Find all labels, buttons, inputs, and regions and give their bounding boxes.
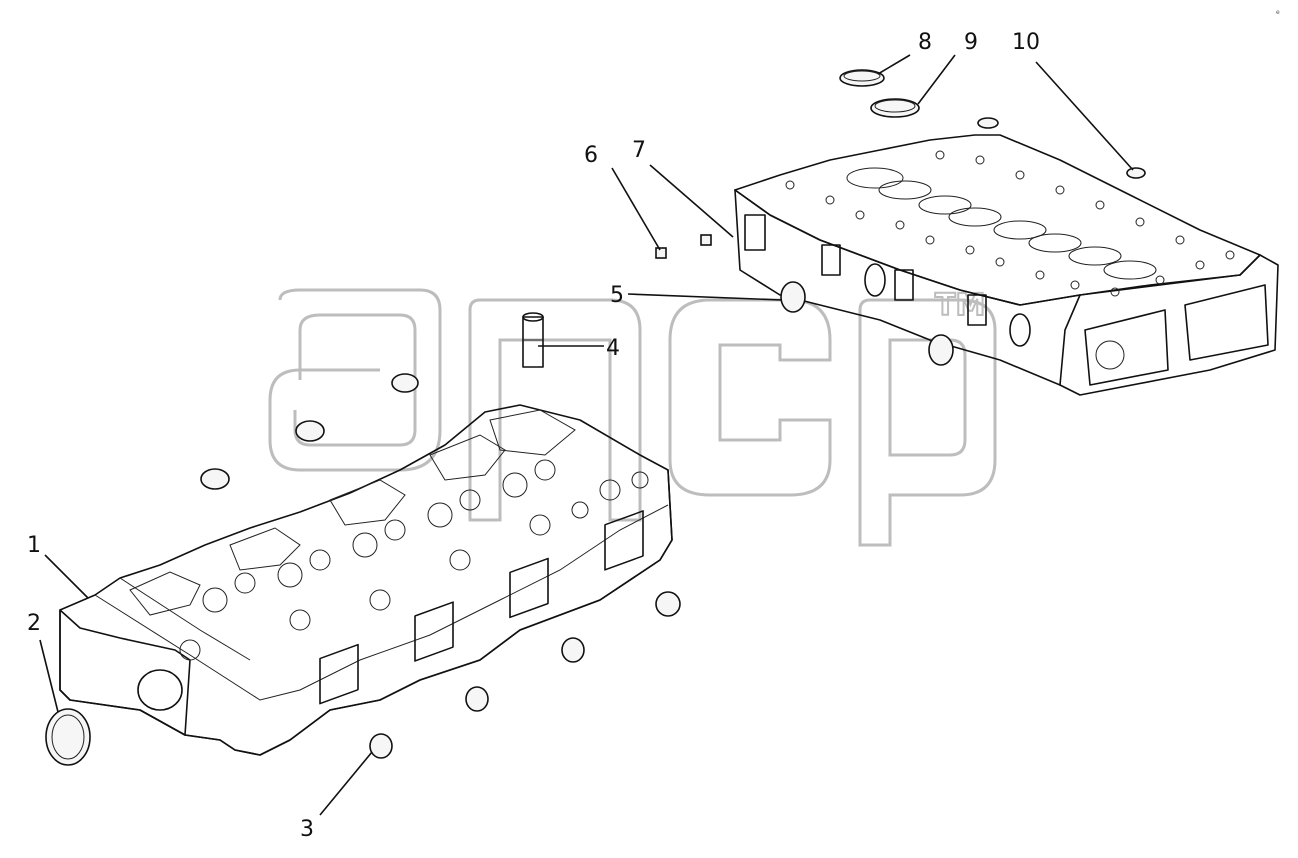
leader-10 <box>1035 61 1134 171</box>
callout-numbers: 1 2 3 4 5 6 7 8 9 10 <box>27 30 1040 842</box>
plug-ring <box>561 637 585 663</box>
callout-2: 2 <box>27 611 41 636</box>
leader-1 <box>44 554 89 599</box>
nut-6 <box>655 247 667 259</box>
corner-note: e <box>1276 9 1280 16</box>
leader-7 <box>649 164 734 238</box>
watermark-logo: TM <box>268 287 997 547</box>
plug-5 <box>780 281 806 313</box>
callout-4: 4 <box>606 336 620 361</box>
callout-8: 8 <box>918 30 932 55</box>
sleeve-7 <box>700 234 712 246</box>
plug-ring <box>465 686 489 712</box>
leader-8 <box>877 54 911 75</box>
callout-7: 7 <box>632 138 646 163</box>
lower-head-rings <box>45 373 681 766</box>
plug-ring-3 <box>369 733 393 759</box>
upper-cylinder-head <box>734 134 1279 396</box>
plug <box>928 334 954 366</box>
plug-10 <box>1126 167 1146 179</box>
small-seal <box>977 117 999 129</box>
callout-1: 1 <box>27 533 41 558</box>
leader-3 <box>319 751 373 816</box>
callout-9: 9 <box>964 30 978 55</box>
callout-6: 6 <box>584 143 598 168</box>
seal-ring <box>200 468 230 490</box>
callout-3: 3 <box>300 817 314 842</box>
plug-ring <box>655 591 681 617</box>
seal-ring <box>295 420 325 442</box>
leader-6 <box>611 167 661 251</box>
seal-washer-9 <box>870 98 920 118</box>
leader-lines <box>39 54 1134 816</box>
callout-5: 5 <box>610 283 624 308</box>
lower-cylinder-head <box>59 404 673 756</box>
valve-guide <box>522 312 544 368</box>
leader-5 <box>627 293 783 301</box>
upper-head-parts <box>655 69 1146 366</box>
seal-ring <box>391 373 419 393</box>
leader-9 <box>917 54 956 105</box>
leader-2 <box>39 639 59 713</box>
watermark-trademark: TM <box>935 288 985 323</box>
seal-washer-8 <box>839 69 885 87</box>
callout-10: 10 <box>1012 30 1040 55</box>
expansion-plug-2 <box>45 708 91 766</box>
